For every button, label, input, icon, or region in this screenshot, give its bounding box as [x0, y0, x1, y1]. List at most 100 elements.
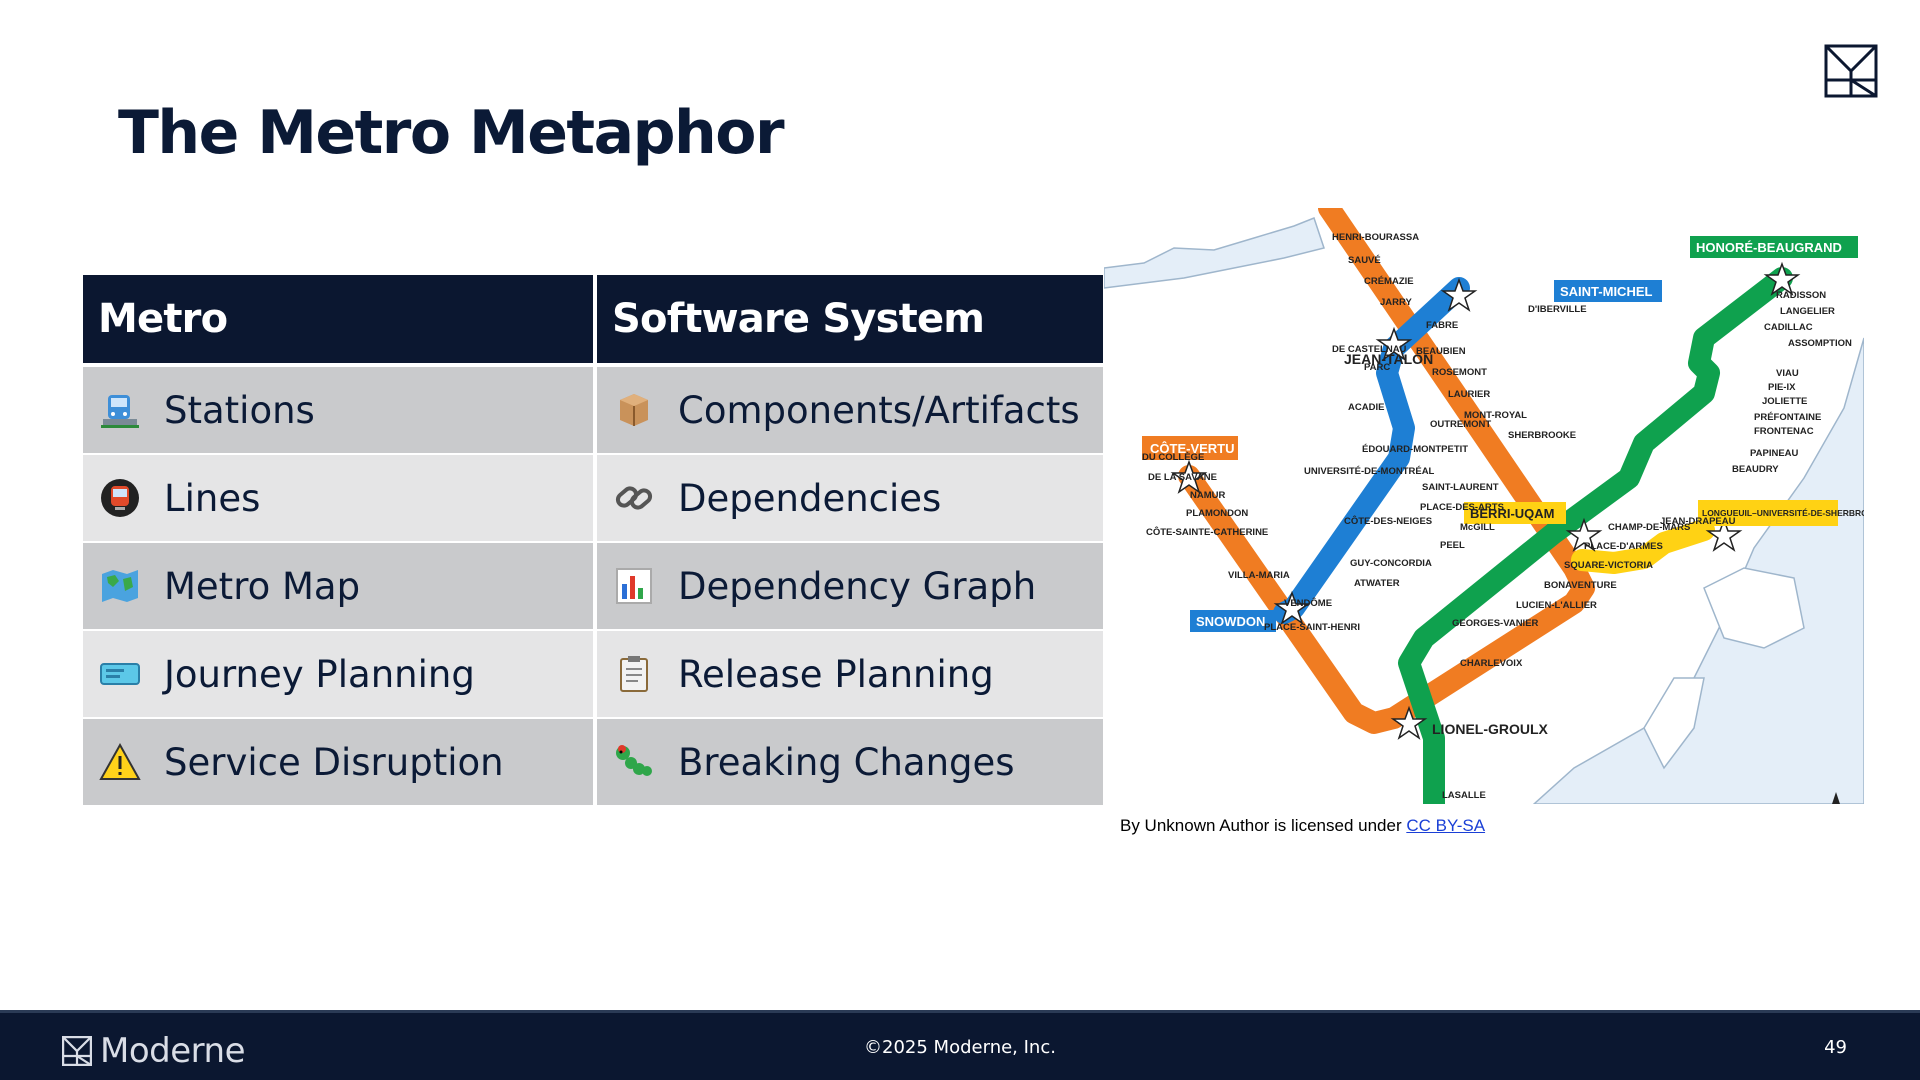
station-label: ROSEMONT — [1432, 367, 1487, 378]
station-label: SAUVÉ — [1348, 255, 1381, 266]
moderne-logo-icon — [1824, 44, 1878, 98]
station-label: CHAMP-DE-MARS — [1608, 522, 1690, 533]
table-cell-content: Lines — [98, 476, 593, 520]
station-label: ATWATER — [1354, 578, 1400, 589]
river-shape — [1104, 217, 1325, 289]
transfer-star — [1390, 705, 1428, 740]
table-cell: Stations — [83, 367, 593, 455]
clipboard-icon — [612, 652, 656, 696]
metro-term: Journey Planning — [164, 652, 475, 696]
green-line — [1398, 267, 1793, 804]
license-link[interactable]: CC BY-SA — [1406, 816, 1486, 835]
station-label: PIE-IX — [1768, 382, 1796, 393]
metro-map-svg: CÔTE-VERTU SNOWDON SAINT-MICHEL HONORÉ-B… — [1104, 208, 1864, 804]
slide-title: The Metro Metaphor — [118, 98, 785, 168]
table-cell-content: Release Planning — [612, 652, 1103, 696]
map-label-box — [1554, 280, 1662, 302]
table-cell: Components/Artifacts — [593, 367, 1103, 455]
table-cell: Release Planning — [593, 631, 1103, 719]
map-label-box — [1690, 236, 1858, 258]
metaphor-table: Metro Software System Stations Component… — [83, 275, 1103, 807]
major-station-label: JEAN-TALON — [1344, 351, 1433, 367]
software-term: Dependency Graph — [678, 564, 1037, 608]
world-map-icon — [98, 564, 142, 608]
station-label: JARRY — [1380, 297, 1413, 308]
bar-chart-icon — [612, 564, 656, 608]
table-cell-content: Dependencies — [612, 476, 1103, 520]
station-label: NAMUR — [1190, 490, 1225, 501]
moderne-logo-icon — [62, 1036, 92, 1066]
column-header-software-system: Software System — [593, 275, 1103, 367]
station-label: PLACE-DES-ARTS — [1420, 502, 1504, 513]
montreal-metro-map: CÔTE-VERTU SNOWDON SAINT-MICHEL HONORÉ-B… — [1104, 208, 1864, 804]
transfer-star — [1705, 517, 1743, 552]
station-label: JOLIETTE — [1762, 396, 1807, 407]
station-label: JEAN-DRAPEAU — [1660, 516, 1736, 527]
table-row: Service Disruption Breaking Changes — [83, 719, 1103, 807]
table-cell-content: Components/Artifacts — [612, 388, 1103, 432]
orange-line — [1178, 208, 1595, 734]
table-header-row: Metro Software System — [83, 275, 1103, 367]
software-term: Components/Artifacts — [678, 388, 1080, 432]
map-line-label: SAINT-MICHEL — [1560, 284, 1653, 299]
station-label: BONAVENTURE — [1544, 580, 1617, 591]
station-label: CÔTE-DES-NEIGES — [1344, 515, 1432, 527]
transfer-star — [1763, 261, 1801, 296]
table-cell-content: Service Disruption — [98, 740, 593, 784]
station-label: LASALLE — [1442, 790, 1486, 801]
table-cell-content: Stations — [98, 388, 593, 432]
station-label: PLACE-D'ARMES — [1584, 541, 1663, 552]
station-label: ASSOMPTION — [1788, 338, 1852, 349]
metro-term: Metro Map — [164, 564, 361, 608]
station-label: SQUARE-VICTORIA — [1564, 560, 1653, 571]
river-shape — [1703, 567, 1805, 649]
station-label: LUCIEN-L'ALLIER — [1516, 600, 1597, 611]
software-term: Release Planning — [678, 652, 994, 696]
station-label: PLAMONDON — [1186, 508, 1248, 519]
station-label: VENDÔME — [1284, 597, 1332, 609]
metro-term: Stations — [164, 388, 315, 432]
table-cell: Dependencies — [593, 455, 1103, 543]
station-label: SAINT-LAURENT — [1422, 482, 1499, 493]
map-label-box — [1190, 610, 1276, 632]
footer-bar: Moderne ©2025 Moderne, Inc. 49 — [0, 1010, 1920, 1080]
map-line-label: CÔTE-VERTU — [1150, 441, 1235, 456]
map-line-label: BERRI-UQAM — [1470, 506, 1555, 521]
station-label: PLACE-SAINT-HENRI — [1264, 622, 1360, 633]
transfer-star — [1440, 277, 1478, 312]
metro-term: Service Disruption — [164, 740, 504, 784]
page-number: 49 — [1824, 1037, 1847, 1058]
station-label: ACADIE — [1348, 402, 1384, 413]
station-label: MONT-ROYAL — [1464, 410, 1527, 421]
station-label: DE LA SAVANE — [1148, 472, 1217, 483]
station-label: DE CASTELNAU — [1332, 344, 1407, 355]
station-label: HENRI-BOURASSA — [1332, 232, 1419, 243]
station-label: CÔTE-SAINTE-CATHERINE — [1146, 526, 1268, 538]
yellow-line — [1571, 519, 1715, 574]
station-label: VIAU — [1776, 368, 1799, 379]
transfer-star — [1565, 517, 1603, 552]
station-label: GUY-CONCORDIA — [1350, 558, 1432, 569]
table-cell: Dependency Graph — [593, 543, 1103, 631]
major-station-label: LIONEL-GROULX — [1432, 721, 1549, 737]
package-icon — [612, 388, 656, 432]
image-credit: By Unknown Author is licensed under CC B… — [1120, 816, 1485, 836]
table-cell: Metro Map — [83, 543, 593, 631]
station-label: LAURIER — [1448, 389, 1490, 400]
station-label: ÉDOUARD-MONTPETIT — [1362, 444, 1468, 455]
station-labels: HENRI-BOURASSASAUVÉCRÉMAZIEJARRYFABREBEA… — [1142, 232, 1852, 801]
software-term: Breaking Changes — [678, 740, 1015, 784]
north-arrow-icon — [1832, 792, 1840, 804]
station-label: PAPINEAU — [1750, 448, 1799, 459]
map-line-label: SNOWDON — [1196, 614, 1265, 629]
station-label: CADILLAC — [1764, 322, 1813, 333]
brand-name: Moderne — [100, 1031, 245, 1071]
station-label: RADISSON — [1776, 290, 1826, 301]
table-cell: Journey Planning — [83, 631, 593, 719]
table-cell: Lines — [83, 455, 593, 543]
station-label: BEAUDRY — [1732, 464, 1779, 475]
footer-brand: Moderne — [62, 1031, 245, 1071]
station-label: PEEL — [1440, 540, 1465, 551]
table-row: Stations Components/Artifacts — [83, 367, 1103, 455]
transfer-star — [1273, 590, 1311, 625]
